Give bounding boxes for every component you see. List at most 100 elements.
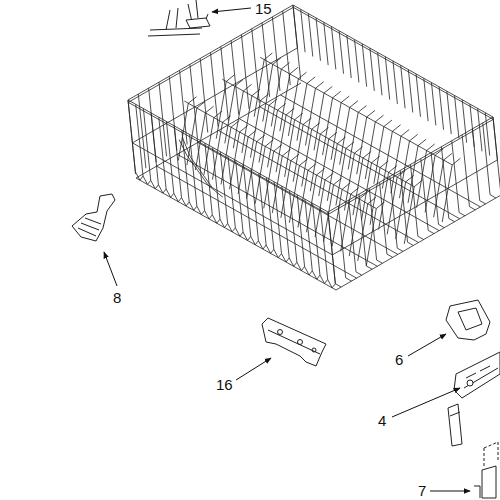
drawing-stroke (231, 41, 239, 115)
drawing-stroke (166, 122, 181, 202)
callout-number: 7 (418, 483, 426, 498)
drawing-stroke (362, 44, 366, 87)
callout-number: 16 (216, 377, 233, 392)
drawing-stroke (128, 7, 493, 214)
drawing-stroke (251, 169, 266, 249)
drawing-stroke (448, 404, 462, 446)
drawing-stroke (262, 318, 326, 366)
callout-number: 4 (378, 413, 386, 428)
drawing-stroke (228, 156, 243, 236)
drawing-stroke (462, 100, 466, 143)
drawing-stroke (447, 91, 451, 134)
drawing-stroke (442, 158, 460, 222)
drawing-stroke (159, 117, 174, 197)
drawing-stroke (305, 199, 320, 279)
drawing-stroke (430, 491, 470, 492)
drawing-stroke (72, 194, 115, 241)
loose-parts (72, 0, 500, 498)
drawing-stroke (339, 31, 343, 74)
drawing-stroke (441, 147, 454, 222)
drawing-stroke (221, 47, 229, 121)
drawing-stroke (424, 78, 428, 121)
drawing-stroke (355, 39, 359, 82)
drawing-stroke (177, 154, 377, 266)
drawing-stroke (328, 212, 341, 287)
drawing-stroke (186, 18, 210, 28)
drawing-stroke (482, 466, 496, 498)
drawing-stroke (136, 83, 500, 290)
drawing-stroke (478, 108, 482, 151)
drawing-stroke (159, 82, 167, 156)
drawing-stroke (157, 166, 357, 278)
drawing-stroke (78, 218, 101, 236)
drawing-stroke (308, 14, 312, 57)
drawing-stroke (128, 100, 136, 174)
leader-lines (104, 8, 470, 491)
drawing-stroke (393, 61, 397, 104)
drawing-stroke (274, 182, 289, 262)
drawing-stroke (169, 76, 177, 150)
drawing-stroke (392, 388, 460, 417)
drawing-stroke (455, 95, 459, 138)
drawing-stroke (452, 141, 465, 216)
callout-number: 15 (255, 1, 272, 16)
drawing-stroke (439, 87, 443, 130)
drawing-stroke (349, 200, 362, 275)
drawing-stroke (385, 57, 389, 100)
drawing-stroke (219, 131, 419, 243)
drawing-stroke (378, 52, 382, 95)
drawing-stroke (128, 100, 143, 180)
drawing-stroke (149, 88, 157, 162)
dish-rack (128, 5, 500, 290)
drawing-stroke (266, 178, 281, 258)
drawing-stroke (259, 173, 274, 253)
drawing-stroke (431, 153, 444, 228)
drawing-stroke (174, 126, 189, 206)
drawing-stroke (212, 8, 251, 12)
drawing-stroke (313, 203, 328, 283)
drawing-stroke (493, 117, 500, 192)
drawing-stroke (197, 139, 212, 219)
drawing-stroke (262, 23, 270, 97)
drawing-stroke (454, 352, 500, 398)
drawing-stroke (198, 142, 398, 254)
drawing-stroke (104, 252, 117, 286)
drawing-stroke (431, 83, 435, 126)
drawing-stroke (236, 358, 271, 380)
callout-number: 8 (113, 290, 121, 305)
drawing-stroke (408, 334, 446, 356)
drawing-stroke (260, 107, 460, 219)
drawing-stroke (474, 486, 480, 498)
drawing-stroke (416, 74, 420, 117)
drawing-stroke (301, 9, 305, 52)
drawing-stroke (148, 0, 208, 36)
drawing-stroke (324, 22, 328, 65)
drawing-stroke (467, 380, 473, 386)
drawing-stroke (408, 70, 412, 113)
drawing-stroke (183, 138, 213, 188)
drawing-stroke (450, 412, 460, 416)
drawing-stroke (380, 182, 393, 257)
drawing-stroke (151, 113, 166, 193)
drawing-stroke (220, 152, 235, 232)
drawing-stroke (472, 129, 485, 204)
callout-number: 6 (395, 352, 403, 367)
drawing-stroke (179, 140, 223, 198)
drawing-stroke (236, 160, 251, 240)
drawing-stroke (446, 300, 490, 340)
drawing-stroke (338, 206, 351, 281)
drawing-stroke (143, 109, 158, 189)
drawing-stroke (132, 48, 297, 143)
drawing-stroke (401, 65, 405, 108)
drawing-stroke (190, 134, 205, 214)
drawing-stroke (485, 113, 489, 156)
drawing-stroke (331, 27, 335, 70)
drawing-stroke (272, 17, 280, 91)
drawing-stroke (316, 18, 320, 61)
drawing-stroke (369, 188, 382, 263)
drawing-stroke (484, 442, 498, 468)
drawing-stroke (297, 195, 312, 275)
drawing-stroke (370, 48, 374, 91)
